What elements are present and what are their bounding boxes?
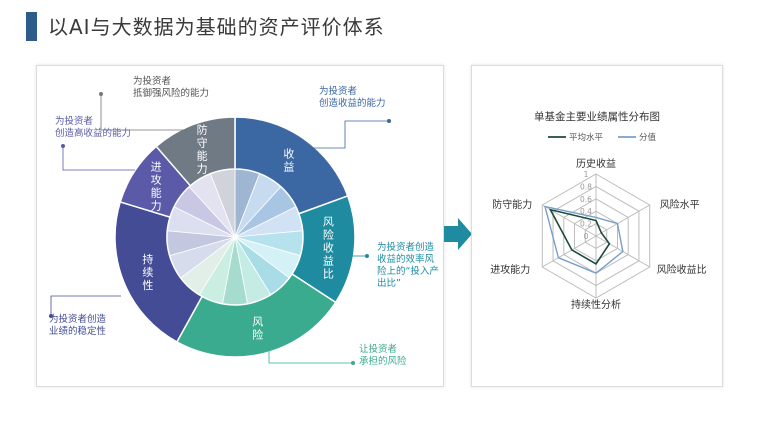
- page-title: 以AI与大数据为基础的资产评价体系: [48, 15, 385, 39]
- radar-chart-panel: 单基金主要业绩属性分布图平均水平 分值历史收益风险水平风险收益比持续性分析 进攻能力…: [471, 65, 723, 387]
- radar-axis-label: 进攻能力: [490, 263, 530, 276]
- radar-spoke: [542, 235, 597, 268]
- callout-risk-return: 为投资者创造收益的效率风险上的“投入产出比”: [377, 241, 439, 289]
- wheel-segment-label: 进攻能力: [151, 160, 162, 212]
- radar-tick-label: 1: [584, 170, 589, 179]
- radar-tick-label: 0: [584, 232, 589, 241]
- callout-dot: [365, 254, 369, 258]
- callout-dot: [387, 119, 391, 123]
- callout-defense: 为投资者抵御强风险的能力: [133, 75, 209, 99]
- callout-line: [62, 146, 135, 171]
- radar-tick-label: 0.4: [580, 207, 592, 216]
- radar-tick-label: 0.6: [580, 195, 592, 204]
- wheel-segment-label: 风险: [252, 316, 263, 342]
- callout-line: [268, 346, 353, 364]
- callout-line: [307, 120, 389, 149]
- radar-spoke: [595, 204, 650, 237]
- metrics-wheel-panel: 收益风险收益比风险持续性进攻能力防守能力为投资者抵御强风险的能力为投资者创造收益…: [36, 65, 444, 387]
- callout-line: [50, 295, 121, 316]
- wheel-segment-label: 防守能力: [197, 122, 208, 175]
- radar-axis-label: 防守能力: [492, 198, 532, 211]
- series-score-line: [544, 205, 624, 275]
- legend-label: 平均水平: [569, 132, 604, 143]
- flow-arrow-icon: [444, 218, 472, 250]
- radar-title: 单基金主要业绩属性分布图: [534, 110, 660, 123]
- callout-line: [100, 94, 189, 131]
- metrics-wheel: 收益风险收益比风险持续性进攻能力防守能力为投资者抵御强风险的能力为投资者创造收益…: [49, 75, 439, 367]
- radar-axis-label: 风险水平: [660, 198, 700, 211]
- radar-tick-label: 0.2: [580, 220, 592, 229]
- callout-revenue: 为投资者创造收益的能力: [319, 85, 386, 109]
- callout-offense: 为投资者创造高收益的能力: [55, 115, 131, 139]
- wheel-segment-label: 持续性: [142, 252, 153, 292]
- callout-dot: [61, 144, 65, 148]
- radar-axis-label: 持续性分析: [571, 298, 621, 311]
- wheel-segment-defense: [155, 116, 236, 187]
- callout-sustainability: 为投资者创造业绩的稳定性: [49, 313, 107, 337]
- callout-dot: [351, 361, 355, 365]
- wheel-segment-label: 风险收益比: [323, 216, 334, 281]
- title-accent-bar: [26, 12, 37, 41]
- wheel-segment-label: 收益: [283, 146, 294, 173]
- radar-axis-label: 风险收益比: [657, 263, 707, 276]
- radar-tick-label: 0.8: [580, 182, 592, 191]
- legend-label: 分值: [639, 132, 657, 143]
- callout-dot: [49, 314, 53, 318]
- series-average-line: [548, 208, 611, 265]
- callout-risk: 让投资者承担的风险: [359, 343, 407, 367]
- callout-dot: [99, 92, 103, 96]
- wheel-segment-risk: [175, 272, 337, 358]
- radar-axis-label: 历史收益: [576, 157, 616, 170]
